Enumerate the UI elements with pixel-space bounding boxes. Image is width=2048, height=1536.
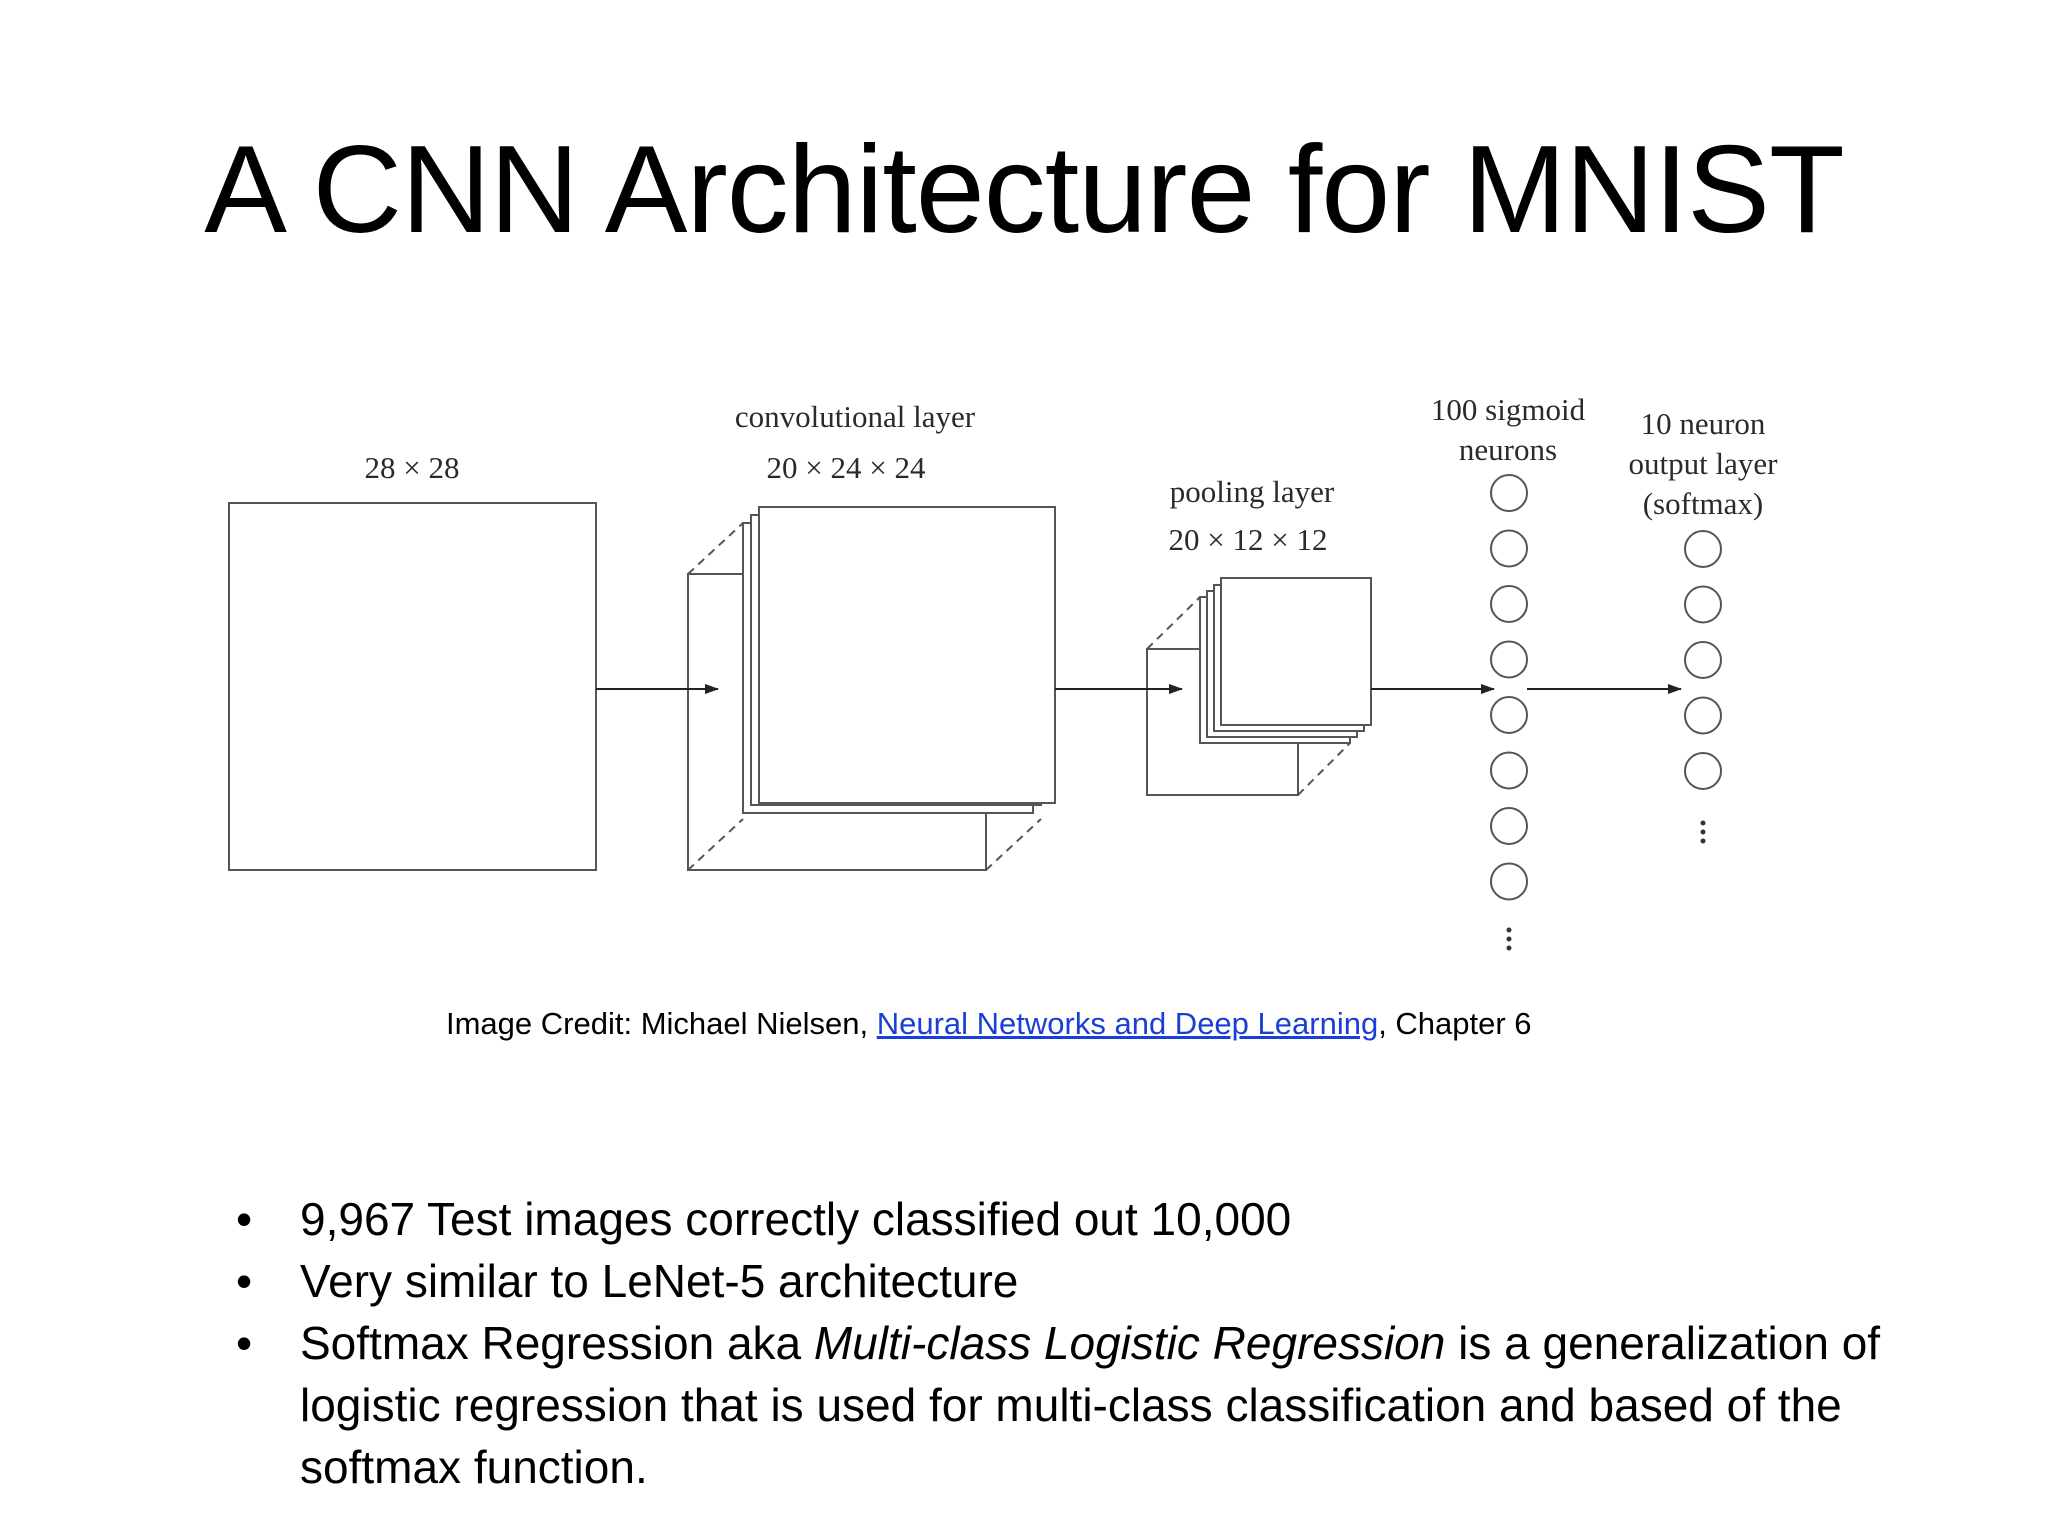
convolutional-layer-stack [687,506,1056,871]
neuron-circle [1490,751,1528,790]
list-item: • 9,967 Test images correctly classified… [236,1188,1896,1250]
sigmoid-neuron-column [1490,474,1528,901]
input-layer-box [228,502,597,871]
bullet-text: 9,967 Test images correctly classified o… [300,1193,1292,1245]
cnn-architecture-diagram: 28 × 28 convolutional layer 20 × 24 × 24… [228,392,1779,951]
bullet-text-after: is a generalization of logistic regressi… [300,1317,1881,1493]
softmax-label: (softmax) [1643,486,1764,521]
bullet-text: Very similar to LeNet-5 architecture [300,1255,1019,1307]
bullet-list: • 9,967 Test images correctly classified… [236,1188,1896,1498]
input-size-label: 28 × 28 [365,450,460,485]
pool-layer-label: pooling layer [1170,474,1335,509]
output-count-label: 10 neuron [1641,406,1766,441]
neuron-circle [1490,585,1528,623]
neuron-circle [1490,474,1528,512]
bullet-dot: • [236,1317,253,1369]
credit-suffix: , Chapter 6 [1378,1006,1532,1041]
conv-layer-label: convolutional layer [735,399,976,434]
neuron-circle [1490,529,1528,568]
credit-prefix: Image Credit: Michael Nielsen, [446,1006,877,1041]
neuron-circle [1490,862,1528,901]
neuron-circle [1684,752,1722,790]
bullet-text-italic: Multi-class Logistic Regression [813,1317,1446,1369]
list-item: • Very similar to LeNet-5 architecture [236,1250,1896,1312]
neuron-circle [1684,585,1722,624]
bullet-dot: • [236,1255,253,1307]
output-ellipsis-icon [1700,820,1706,844]
sigmoid-neurons-label: neurons [1459,432,1557,467]
bullet-text-before: Softmax Regression aka [300,1317,814,1369]
neuron-circle [1684,530,1722,568]
bullet-dot: • [236,1193,253,1245]
neuron-circle [1490,696,1528,734]
output-layer-label: output layer [1629,446,1779,481]
image-credit: Image Credit: Michael Nielsen, Neural Ne… [446,1004,1532,1044]
neuron-circle [1490,807,1528,845]
book-link[interactable]: Neural Networks and Deep Learning [876,1006,1379,1041]
list-item: • Softmax Regression aka Multi-class Log… [236,1312,1896,1498]
pooling-layer-stack [1146,577,1372,796]
neuron-circle [1684,641,1722,679]
output-neuron-column [1684,530,1722,790]
neuron-circle [1684,696,1722,735]
pool-size-label: 20 × 12 × 12 [1169,522,1328,557]
sigmoid-layer-label: 100 sigmoid [1431,392,1586,427]
slide-title: A CNN Architecture for MNIST [204,121,1845,259]
conv-size-label: 20 × 24 × 24 [767,450,926,485]
neuron-circle [1490,640,1528,679]
sigmoid-ellipsis-icon [1506,927,1512,951]
